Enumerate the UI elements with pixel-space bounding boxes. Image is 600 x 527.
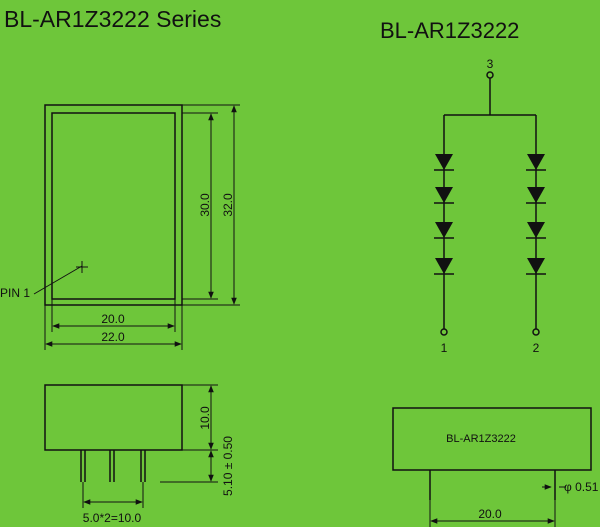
width-dimensions [44, 299, 183, 350]
pin1-label: PIN 1 [0, 286, 30, 300]
diode-icon [527, 187, 545, 203]
pin1-terminal [440, 328, 448, 336]
pin-length-label: 5.10 ± 0.50 [221, 436, 235, 496]
diode-icon [527, 154, 545, 170]
pin1-number-label: 1 [441, 341, 448, 355]
outer-width-label: 22.0 [101, 330, 125, 344]
pin-spacing-label: 20.0 [478, 507, 502, 521]
pin-diameter-label: φ 0.51 [564, 480, 599, 494]
pin1-leader [33, 261, 88, 295]
schematic [440, 71, 540, 336]
front-body [392, 407, 592, 471]
diode-icon [435, 222, 453, 238]
outer-height-label: 32.0 [221, 193, 235, 217]
diode-strings [434, 154, 546, 275]
side-dimensions [82, 384, 218, 508]
side-body [44, 384, 183, 451]
outer-outline [44, 104, 183, 306]
front-dimensions [429, 484, 566, 527]
inner-height-label: 30.0 [198, 193, 212, 217]
diode-icon [435, 258, 453, 274]
top-view [44, 104, 183, 306]
side-view [44, 384, 183, 482]
pin2-terminal [532, 328, 540, 336]
part-marking: BL-AR1Z3222 [446, 433, 516, 445]
height-dimensions [182, 104, 240, 306]
model-title: BL-AR1Z3222 [380, 18, 520, 43]
inner-outline [51, 112, 176, 300]
front-view [392, 407, 592, 500]
inner-width-label: 20.0 [101, 312, 125, 326]
diode-icon [527, 258, 545, 274]
pin-pitch-label: 5.0*2=10.0 [83, 511, 142, 525]
diode-icon [435, 154, 453, 170]
diode-icon [435, 187, 453, 203]
diode-icon [527, 222, 545, 238]
pin2-number-label: 2 [533, 341, 540, 355]
body-height-label: 10.0 [198, 406, 212, 430]
pin3-terminal [486, 71, 494, 79]
series-title: BL-AR1Z3222 Series [4, 6, 222, 32]
pin3-label: 3 [487, 57, 494, 71]
